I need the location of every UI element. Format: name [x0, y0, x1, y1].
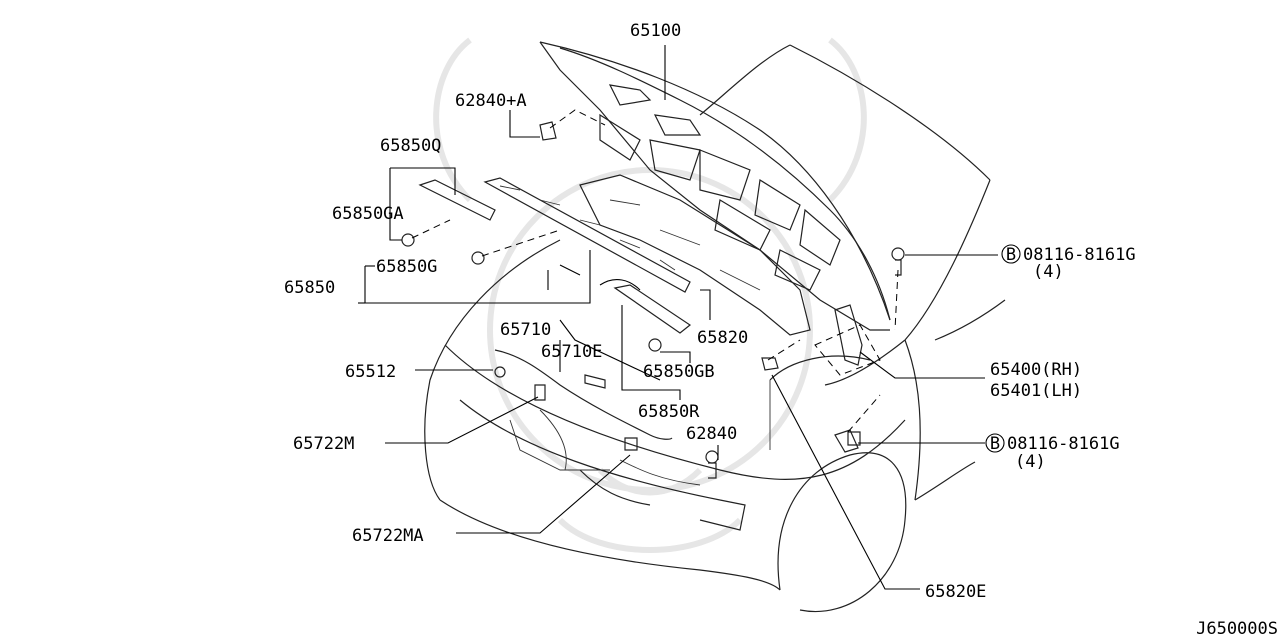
label-65722m: 65722M: [293, 434, 354, 454]
hood-insulator-65820: [579, 174, 811, 336]
bolt-symbol-letter: B: [990, 434, 1000, 454]
label-62840a: 62840+A: [455, 91, 527, 111]
label-65850q: 65850Q: [380, 136, 441, 156]
label-65820: 65820: [697, 328, 748, 348]
hood-hinge-65400: [814, 304, 881, 453]
label-65400: 65400(RH): [990, 360, 1082, 380]
leader-lines: [358, 45, 998, 590]
dashed-guide-lines: [411, 109, 899, 433]
label-62840: 62840: [686, 424, 737, 444]
label-65722ma: 65722MA: [352, 526, 424, 546]
bolt-symbol-letter: B: [1006, 245, 1016, 265]
label-65401: 65401(LH): [990, 381, 1082, 401]
label-65710: 65710: [500, 320, 551, 340]
label-65100: 65100: [630, 21, 681, 41]
label-65710e: 65710E: [541, 342, 602, 362]
label-qty-top: (4): [1033, 262, 1064, 282]
label-65850gb: 65850GB: [643, 362, 715, 382]
label-08116-top: 08116-8161G: [1023, 245, 1136, 265]
label-65850r: 65850R: [638, 402, 700, 422]
diagram-code: J650000S: [1196, 619, 1278, 638]
bolt-symbol-1: B: [1001, 244, 1021, 265]
hood-panel-65100: [539, 41, 891, 331]
label-qty-bottom: (4): [1015, 452, 1046, 472]
label-08116-bottom: 08116-8161G: [1007, 434, 1120, 454]
hood-seal-strips: [418, 121, 692, 334]
hood-release-cable-65710: [494, 349, 673, 451]
bolt-symbol-2: B: [985, 433, 1005, 454]
label-65850ga: 65850GA: [332, 204, 404, 224]
label-65820e: 65820E: [925, 582, 986, 602]
label-65850g: 65850G: [376, 257, 437, 277]
label-65850: 65850: [284, 278, 335, 298]
label-65512: 65512: [345, 362, 396, 382]
part-labels: 65100 62840+A 65850Q 65850GA 65850G 6585…: [284, 21, 1136, 602]
